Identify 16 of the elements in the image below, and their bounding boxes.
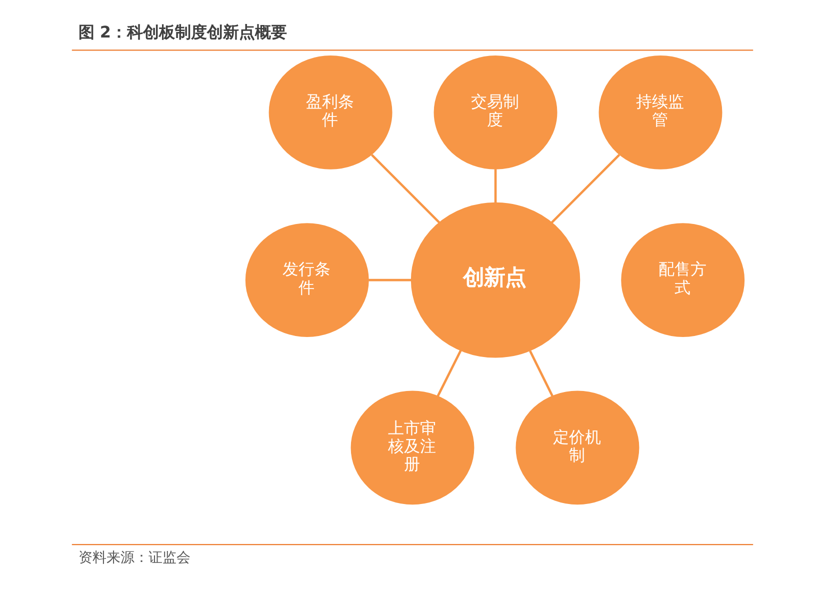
node-circle: 上市审核及注册 (350, 390, 474, 505)
connector (368, 278, 412, 282)
node-circle: 持续监管 (598, 55, 722, 170)
node-circle: 定价机制 (516, 390, 640, 505)
connector (436, 350, 462, 397)
node-circle: 配售方式 (621, 223, 745, 338)
connector (494, 169, 497, 203)
node-circle: 交易制度 (434, 55, 558, 170)
node-circle: 发行条件 (245, 223, 369, 338)
connector (370, 154, 440, 224)
connector (529, 350, 554, 397)
caption: 资料来源：证监会 (78, 550, 190, 566)
node-circle: 盈利条件 (268, 55, 392, 170)
diagram-title: 图 2：科创板制度创新点概要 (78, 22, 287, 42)
node-circle: 创新点 (410, 202, 580, 358)
connector (550, 154, 620, 224)
